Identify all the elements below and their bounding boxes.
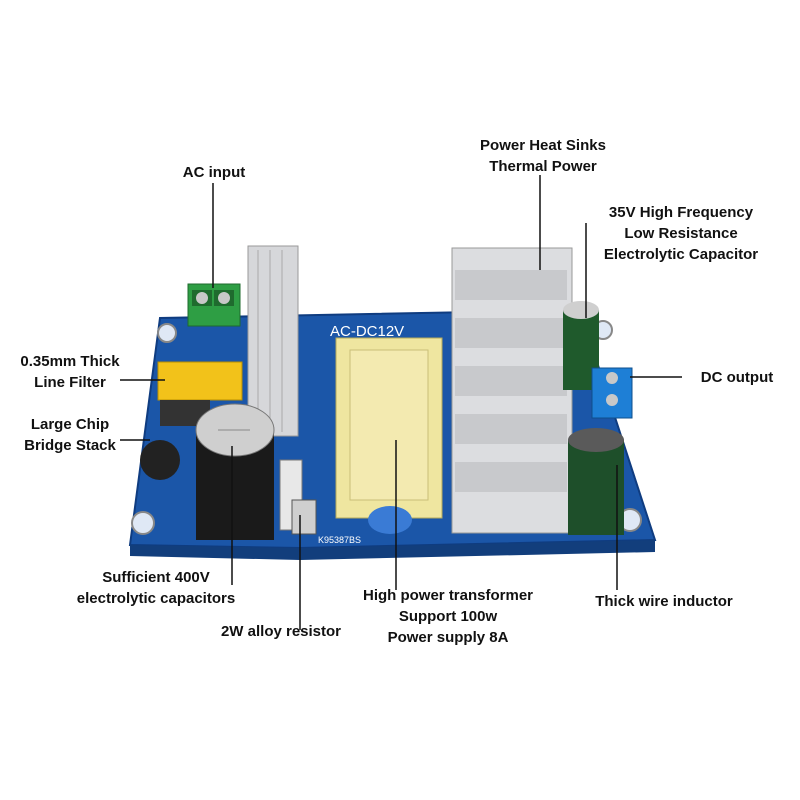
board-silkscreen: AC-DC12V <box>330 323 404 340</box>
transformer-label: High power transformer Support 100w Powe… <box>362 587 534 646</box>
dc-output-label: DC output <box>700 369 774 386</box>
bridge-stack <box>140 440 180 480</box>
right-heatsink <box>451 247 573 534</box>
line-filter-label: 0.35mm Thick Line Filter <box>20 353 120 391</box>
line-filter <box>157 361 243 401</box>
ac-input-terminal <box>187 283 241 327</box>
y-capacitor <box>368 506 412 534</box>
left-heatsink <box>247 245 299 437</box>
alloy-resistor-label: 2W alloy resistor <box>220 623 342 640</box>
capacitors-400v-label: Sufficient 400V electrolytic capacitors <box>76 569 236 607</box>
board-serial: K95387BS <box>318 535 361 545</box>
inductor-label: Thick wire inductor <box>595 593 733 610</box>
leader-lines <box>120 175 682 630</box>
transformer <box>335 337 443 519</box>
capacitor-35v-label: 35V High Frequency Low Resistance Electr… <box>603 204 759 263</box>
heat-sinks-label: Power Heat Sinks Thermal Power <box>480 137 606 175</box>
capacitor-400v <box>195 403 275 540</box>
ac-input-label: AC input <box>182 164 246 181</box>
dc-output-terminal <box>591 367 633 419</box>
inductor <box>568 428 624 535</box>
bridge-stack-label: Large Chip Bridge Stack <box>24 416 116 454</box>
